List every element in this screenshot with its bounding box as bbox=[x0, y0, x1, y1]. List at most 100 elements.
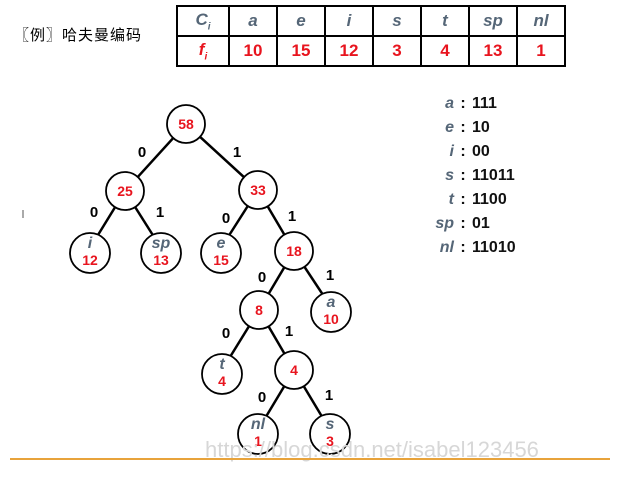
symbol-cell: e bbox=[276, 5, 326, 37]
edge-label: 1 bbox=[326, 267, 334, 284]
edge-label: 0 bbox=[222, 325, 230, 342]
bottom-rule bbox=[10, 458, 610, 460]
edge-label: 0 bbox=[258, 389, 266, 406]
leaf-symbol: a bbox=[327, 294, 336, 311]
leaf-nl-circle bbox=[237, 413, 279, 455]
leaf-symbol: s bbox=[326, 416, 335, 433]
frequency-cell: 13 bbox=[468, 35, 518, 67]
code-separator: : bbox=[460, 215, 466, 232]
node-25-circle bbox=[105, 171, 145, 211]
internal-values: 58 25 33 18 8 4 bbox=[117, 116, 302, 378]
edge-label: 0 bbox=[90, 204, 98, 221]
leaf-e-circle bbox=[200, 232, 242, 274]
code-symbol: t bbox=[448, 191, 454, 208]
code-separator: : bbox=[460, 143, 466, 160]
code-value: 00 bbox=[472, 143, 490, 160]
node-8-circle bbox=[239, 290, 279, 330]
symbol-cell: i bbox=[324, 5, 374, 37]
code-entry: t:1100 bbox=[420, 188, 516, 212]
leaf-value: 15 bbox=[213, 252, 229, 268]
leaf-symbols: i sp e a t nl s bbox=[88, 235, 336, 433]
node-value: 8 bbox=[255, 302, 263, 318]
frequency-row: fi 10 15 12 3 4 13 1 bbox=[176, 35, 566, 67]
code-value: 01 bbox=[472, 215, 490, 232]
leaf-symbol: i bbox=[88, 235, 93, 252]
frequency-cell: 10 bbox=[228, 35, 278, 67]
edge-label: 0 bbox=[222, 210, 230, 227]
code-value: 111 bbox=[472, 95, 497, 112]
leaf-t-circle bbox=[201, 353, 243, 395]
code-symbol: e bbox=[445, 119, 454, 136]
code-entry: sp:01 bbox=[420, 212, 516, 236]
code-value: 10 bbox=[472, 119, 490, 136]
edge-label: 1 bbox=[325, 387, 333, 404]
code-symbol: nl bbox=[439, 239, 454, 256]
symbol-header: Ci bbox=[176, 5, 230, 37]
leaf-value: 10 bbox=[323, 311, 339, 327]
frequency-table: Ci a e i s t sp nl fi 10 15 12 3 4 13 1 bbox=[176, 5, 566, 67]
watermark: https://blog.csdn.net/isabel123456 bbox=[205, 437, 539, 462]
node-value: 33 bbox=[250, 182, 266, 198]
leaf-value: 1 bbox=[254, 433, 262, 449]
node-18-circle bbox=[274, 231, 314, 271]
page-title: 〖例〗哈夫曼编码 bbox=[14, 26, 143, 44]
code-separator: : bbox=[460, 191, 466, 208]
leaf-value: 4 bbox=[218, 373, 226, 389]
edge-label: 0 bbox=[258, 269, 266, 286]
node-value: 58 bbox=[178, 116, 194, 132]
leaf-s-circle bbox=[309, 413, 351, 455]
code-symbol: s bbox=[445, 167, 454, 184]
edge-label: 1 bbox=[233, 144, 241, 161]
leaf-value: 12 bbox=[82, 252, 98, 268]
leaf-symbol: e bbox=[217, 235, 226, 252]
symbol-row: Ci a e i s t sp nl bbox=[176, 5, 566, 37]
code-separator: : bbox=[460, 119, 466, 136]
edge-label: 1 bbox=[285, 323, 293, 340]
frequency-cell: 1 bbox=[516, 35, 566, 67]
code-entry: nl:11010 bbox=[420, 236, 516, 260]
leaf-values: 12 13 15 10 4 1 3 bbox=[82, 252, 339, 449]
leaf-i-circle bbox=[69, 232, 111, 274]
code-entry: i:00 bbox=[420, 140, 516, 164]
symbol-cell: sp bbox=[468, 5, 518, 37]
frequency-header: fi bbox=[176, 35, 230, 67]
code-entry: e:10 bbox=[420, 116, 516, 140]
tree-nodes bbox=[69, 104, 352, 455]
leaf-a-circle bbox=[310, 291, 352, 333]
code-separator: : bbox=[460, 95, 466, 112]
code-entry: s:11011 bbox=[420, 164, 516, 188]
node-value: 18 bbox=[286, 243, 302, 259]
edge-labels: 0 1 0 1 0 1 0 1 0 1 0 1 bbox=[90, 144, 334, 406]
leaf-symbol: nl bbox=[251, 416, 266, 433]
symbol-cell: a bbox=[228, 5, 278, 37]
margin-mark bbox=[22, 210, 24, 218]
leaf-value: 13 bbox=[153, 252, 169, 268]
code-list: a:111 e:10 i:00 s:11011 t:1100 sp:01 nl:… bbox=[420, 92, 516, 260]
code-entry: a:111 bbox=[420, 92, 516, 116]
node-4-circle bbox=[274, 350, 314, 390]
symbol-cell: t bbox=[420, 5, 470, 37]
node-33-circle bbox=[238, 170, 278, 210]
frequency-cell: 12 bbox=[324, 35, 374, 67]
leaf-symbol: t bbox=[219, 356, 225, 373]
code-symbol: i bbox=[449, 143, 454, 160]
edge-label: 1 bbox=[156, 204, 164, 221]
code-value: 11011 bbox=[472, 167, 515, 184]
code-separator: : bbox=[460, 239, 466, 256]
leaf-symbol: sp bbox=[152, 235, 171, 252]
code-value: 11010 bbox=[472, 239, 516, 256]
node-value: 4 bbox=[290, 362, 298, 378]
frequency-cell: 4 bbox=[420, 35, 470, 67]
leaf-sp-circle bbox=[140, 232, 182, 274]
symbol-cell: nl bbox=[516, 5, 566, 37]
node-58-circle bbox=[166, 104, 206, 144]
frequency-cell: 3 bbox=[372, 35, 422, 67]
leaf-value: 3 bbox=[326, 433, 334, 449]
node-value: 25 bbox=[117, 183, 133, 199]
edge-label: 0 bbox=[138, 144, 146, 161]
frequency-cell: 15 bbox=[276, 35, 326, 67]
code-symbol: a bbox=[445, 95, 454, 112]
symbol-cell: s bbox=[372, 5, 422, 37]
edge-label: 1 bbox=[288, 208, 296, 225]
